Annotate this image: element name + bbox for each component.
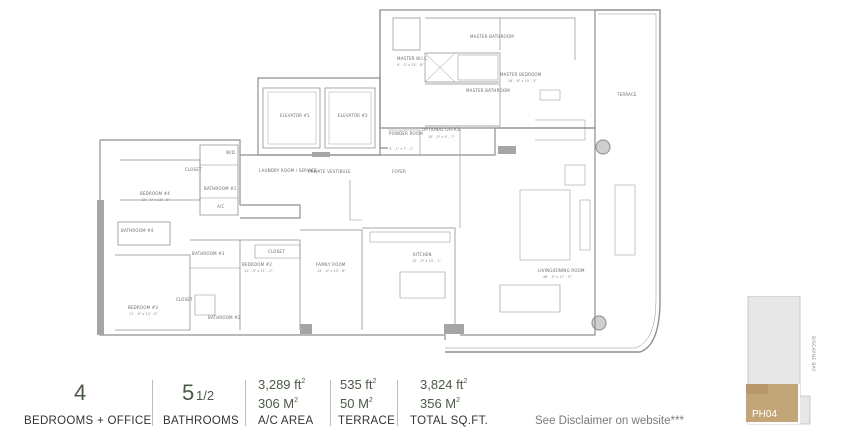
ac-area-label: A/C AREA	[258, 415, 314, 427]
total-ft-sup: 2	[463, 378, 468, 385]
room-label-private-vestibule: PRIVATE VESTIBULE	[308, 169, 351, 174]
room-dim-master-wic: 9' - 1" x 15' - 8"	[397, 63, 424, 67]
ac-area-m-value: 306 M	[258, 396, 295, 411]
terrace-ft-sup: 2	[372, 378, 377, 385]
room-dim-bedroom-4: 12' - 1" x 18' - 6"	[141, 198, 170, 202]
room-label-master-bath-top: MASTER BATHROOM	[470, 34, 514, 39]
ac-area-ft-value: 3,289 ft	[258, 377, 302, 392]
divider-4	[397, 380, 398, 426]
bathrooms-count: 5	[182, 380, 195, 405]
ac-area-m: 306 M2	[258, 396, 298, 411]
room-label-kitchen: KITCHEN	[413, 252, 432, 257]
key-plan: PH04 BISCAYNE BAY	[746, 296, 816, 425]
room-label-wd: W/D	[226, 150, 235, 155]
room-label-elevator-2: ELEVATOR #2	[338, 113, 368, 118]
total-m: 356 M2	[420, 396, 460, 411]
divider-2	[245, 380, 246, 426]
room-label-laundry: LAUNDRY ROOM / SERVICE	[259, 168, 317, 173]
room-dim-living-dining: 46' - 5" x 17' - 5"	[543, 275, 572, 279]
room-dim-optional-office: 10' - 0" x 9' - 7"	[428, 135, 455, 139]
room-label-bedroom-3: BEDROOM #3	[128, 305, 158, 310]
room-label-closet-3: CLOSET	[176, 297, 193, 302]
divider-1	[152, 380, 153, 426]
room-label-master-bedroom: MASTER BEDROOM	[500, 72, 542, 77]
terrace-ft-value: 535 ft	[340, 377, 373, 392]
room-label-terrace: TERRACE	[616, 92, 637, 97]
key-plan-unit-label: PH04	[752, 409, 777, 420]
room-label-family-room: FAMILY ROOM	[316, 262, 346, 267]
disclaimer-text: See Disclaimer on website***	[535, 415, 684, 427]
terrace-m-sup: 2	[368, 397, 373, 404]
room-label-closet-1: CLOSET	[185, 167, 202, 172]
total-ft: 3,824 ft2	[420, 377, 467, 392]
bathrooms-fraction: 1/2	[196, 388, 215, 403]
bedrooms-label: BEDROOMS + OFFICE	[24, 415, 152, 427]
key-plan-bay-label: BISCAYNE BAY	[810, 336, 816, 372]
room-labels: MASTER W.I.C. 9' - 1" x 15' - 8" MASTER …	[121, 34, 637, 320]
total-m-sup: 2	[456, 397, 461, 404]
ac-area-m-sup: 2	[294, 397, 299, 404]
room-dim-kitchen: 15' - 3" x 13' - 1"	[412, 259, 441, 263]
bedrooms-count: 4	[74, 380, 87, 405]
room-label-master-wic: MASTER W.I.C.	[397, 56, 429, 61]
room-label-bedroom-4: BEDROOM #4	[140, 191, 170, 196]
unit-stats: 4 BEDROOMS + OFFICE 5 1/2 BATHROOMS 3,28…	[0, 374, 720, 435]
terrace-label: TERRACE	[338, 415, 396, 427]
room-label-bathroom-1: BATHROOM #1	[204, 186, 237, 191]
room-label-bathroom-4: BATHROOM #4	[121, 228, 154, 233]
room-dim-family-room: 14' - 4" x 13' - 6"	[317, 269, 346, 273]
divider-3	[330, 380, 331, 426]
room-label-powder-room: POWDER ROOM	[389, 131, 423, 136]
room-label-bathroom-3: BATHROOM #3	[192, 251, 225, 256]
bathrooms-label: BATHROOMS	[163, 415, 239, 427]
total-ft-value: 3,824 ft	[420, 377, 464, 392]
room-label-living-dining: LIVING/DINING ROOM	[538, 268, 585, 273]
room-label-bathroom-2: BATHROOM #2	[208, 315, 241, 320]
room-label-closet-2: CLOSET	[268, 249, 285, 254]
total-m-value: 356 M	[420, 396, 457, 411]
room-label-foyer: FOYER	[392, 169, 406, 174]
room-dim-bedroom-2: 11' - 5" x 11' - 2"	[244, 269, 273, 273]
room-dim-master-bedroom: 16' - 8" x 19' - 5"	[508, 79, 537, 83]
room-dim-powder-room: 5' - 1" x 7' - 1"	[389, 147, 414, 151]
room-label-bedroom-2: BEDROOM #2	[242, 262, 272, 267]
room-dim-bedroom-3: 11' - 6" x 13' - 5"	[129, 312, 158, 316]
ac-area-ft: 3,289 ft2	[258, 377, 305, 392]
ac-area-ft-sup: 2	[301, 378, 306, 385]
room-label-elevator-1: ELEVATOR #1	[280, 113, 310, 118]
total-label: TOTAL SQ.FT.	[410, 415, 489, 427]
room-label-master-bath-bottom: MASTER BATHROOM	[466, 88, 510, 93]
room-label-optional-office: OPTIONAL OFFICE	[422, 127, 461, 132]
room-label-ac: A/C	[217, 204, 224, 209]
terrace-m-value: 50 M	[340, 396, 369, 411]
key-plan-unit-shade	[746, 384, 768, 394]
terrace-ft: 535 ft2	[340, 377, 376, 392]
terrace-m: 50 M2	[340, 396, 373, 411]
floor-plan-columns	[97, 146, 516, 335]
